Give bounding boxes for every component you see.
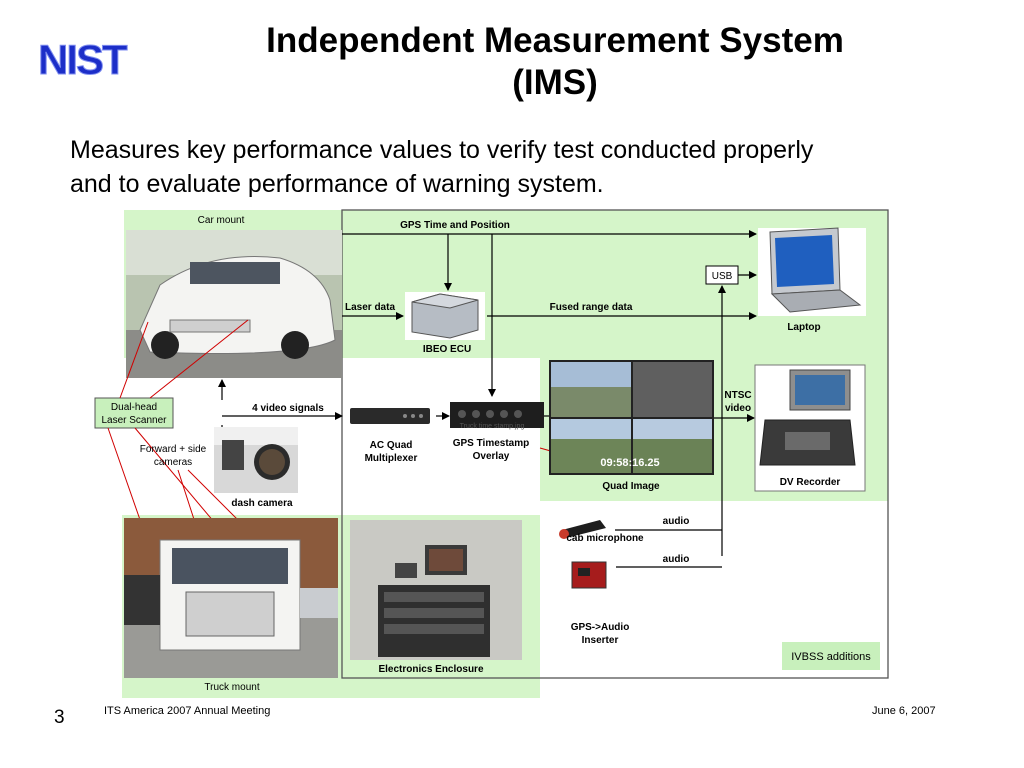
gps-timestamp-image xyxy=(450,402,544,428)
ivbss-additions-label: IVBSS additions xyxy=(791,651,871,663)
slide-title: Independent Measurement System (IMS) xyxy=(200,20,910,104)
audio-label-2: audio xyxy=(663,554,690,565)
gps-timestamp-line-2: Overlay xyxy=(473,451,510,462)
ibeo-ecu-image xyxy=(405,292,485,340)
ac-quad-line-1: AC Quad xyxy=(370,440,413,451)
title-line-1: Independent Measurement System xyxy=(266,21,844,60)
electronics-enclosure-image xyxy=(350,520,522,660)
footer-event: ITS America 2007 Annual Meeting xyxy=(104,705,271,717)
forward-side-line-2: cameras xyxy=(154,457,192,468)
nist-logo: NIST xyxy=(38,38,131,80)
quad-image-panels xyxy=(549,360,714,475)
car-photo xyxy=(126,230,342,378)
timestamp-caption: Truck time stamp.jpg xyxy=(460,423,525,430)
dual-head-scanner-box xyxy=(94,397,174,429)
subtitle-line-1: Measures key performance values to verif… xyxy=(70,136,814,164)
cab-microphone-label: cab microphone xyxy=(566,533,644,544)
car-mount-label: Car mount xyxy=(198,215,245,226)
gps-timestamp-line-1: GPS Timestamp xyxy=(453,438,530,449)
laptop-image xyxy=(758,227,866,316)
dual-head-line-1: Dual-head xyxy=(111,402,157,413)
page-number: 3 xyxy=(54,707,65,728)
subtitle-line-2: and to evaluate performance of warning s… xyxy=(70,170,604,198)
ac-quad-image xyxy=(345,402,435,432)
dv-recorder-image xyxy=(759,369,856,466)
gps-audio-inserter-image xyxy=(566,554,616,604)
ntsc-line-1: NTSC xyxy=(724,390,751,401)
truck-mount-label: Truck mount xyxy=(204,682,259,693)
laser-data-label: Laser data xyxy=(345,302,395,313)
cab-microphone-image xyxy=(557,512,619,544)
ibeo-ecu-label: IBEO ECU xyxy=(423,344,471,355)
gps-audio-line-2: Inserter xyxy=(582,635,619,646)
four-video-signals-label: 4 video signals xyxy=(252,403,324,414)
slide-subtitle: Measures key performance values to verif… xyxy=(70,133,950,201)
gps-time-position-label: GPS Time and Position xyxy=(400,220,510,231)
footer-date: June 6, 2007 xyxy=(872,705,936,717)
title-line-2: (IMS) xyxy=(512,63,598,102)
dash-camera-label: dash camera xyxy=(231,498,293,509)
quad-image-label: Quad Image xyxy=(602,481,660,492)
usb-label: USB xyxy=(712,271,733,282)
system-boundary xyxy=(341,209,889,679)
audio-label-1: audio xyxy=(663,516,690,527)
electronics-enclosure-label: Electronics Enclosure xyxy=(378,664,483,675)
forward-side-line-1: Forward + side xyxy=(140,444,207,455)
ac-quad-line-2: Multiplexer xyxy=(365,453,418,464)
fused-range-data-label: Fused range data xyxy=(550,302,633,313)
dash-camera-image xyxy=(214,427,298,493)
ntsc-line-2: video xyxy=(725,403,751,414)
nist-logo-text: NIST xyxy=(38,38,128,80)
dual-head-line-2: Laser Scanner xyxy=(101,415,167,426)
laptop-label: Laptop xyxy=(787,322,820,333)
timestamp-display: 09:58:16.25 xyxy=(600,457,659,469)
truck-photo xyxy=(124,518,338,678)
dv-recorder-label: DV Recorder xyxy=(780,477,841,488)
ivbss-additions-box xyxy=(782,642,880,670)
gps-audio-line-1: GPS->Audio xyxy=(571,622,630,633)
